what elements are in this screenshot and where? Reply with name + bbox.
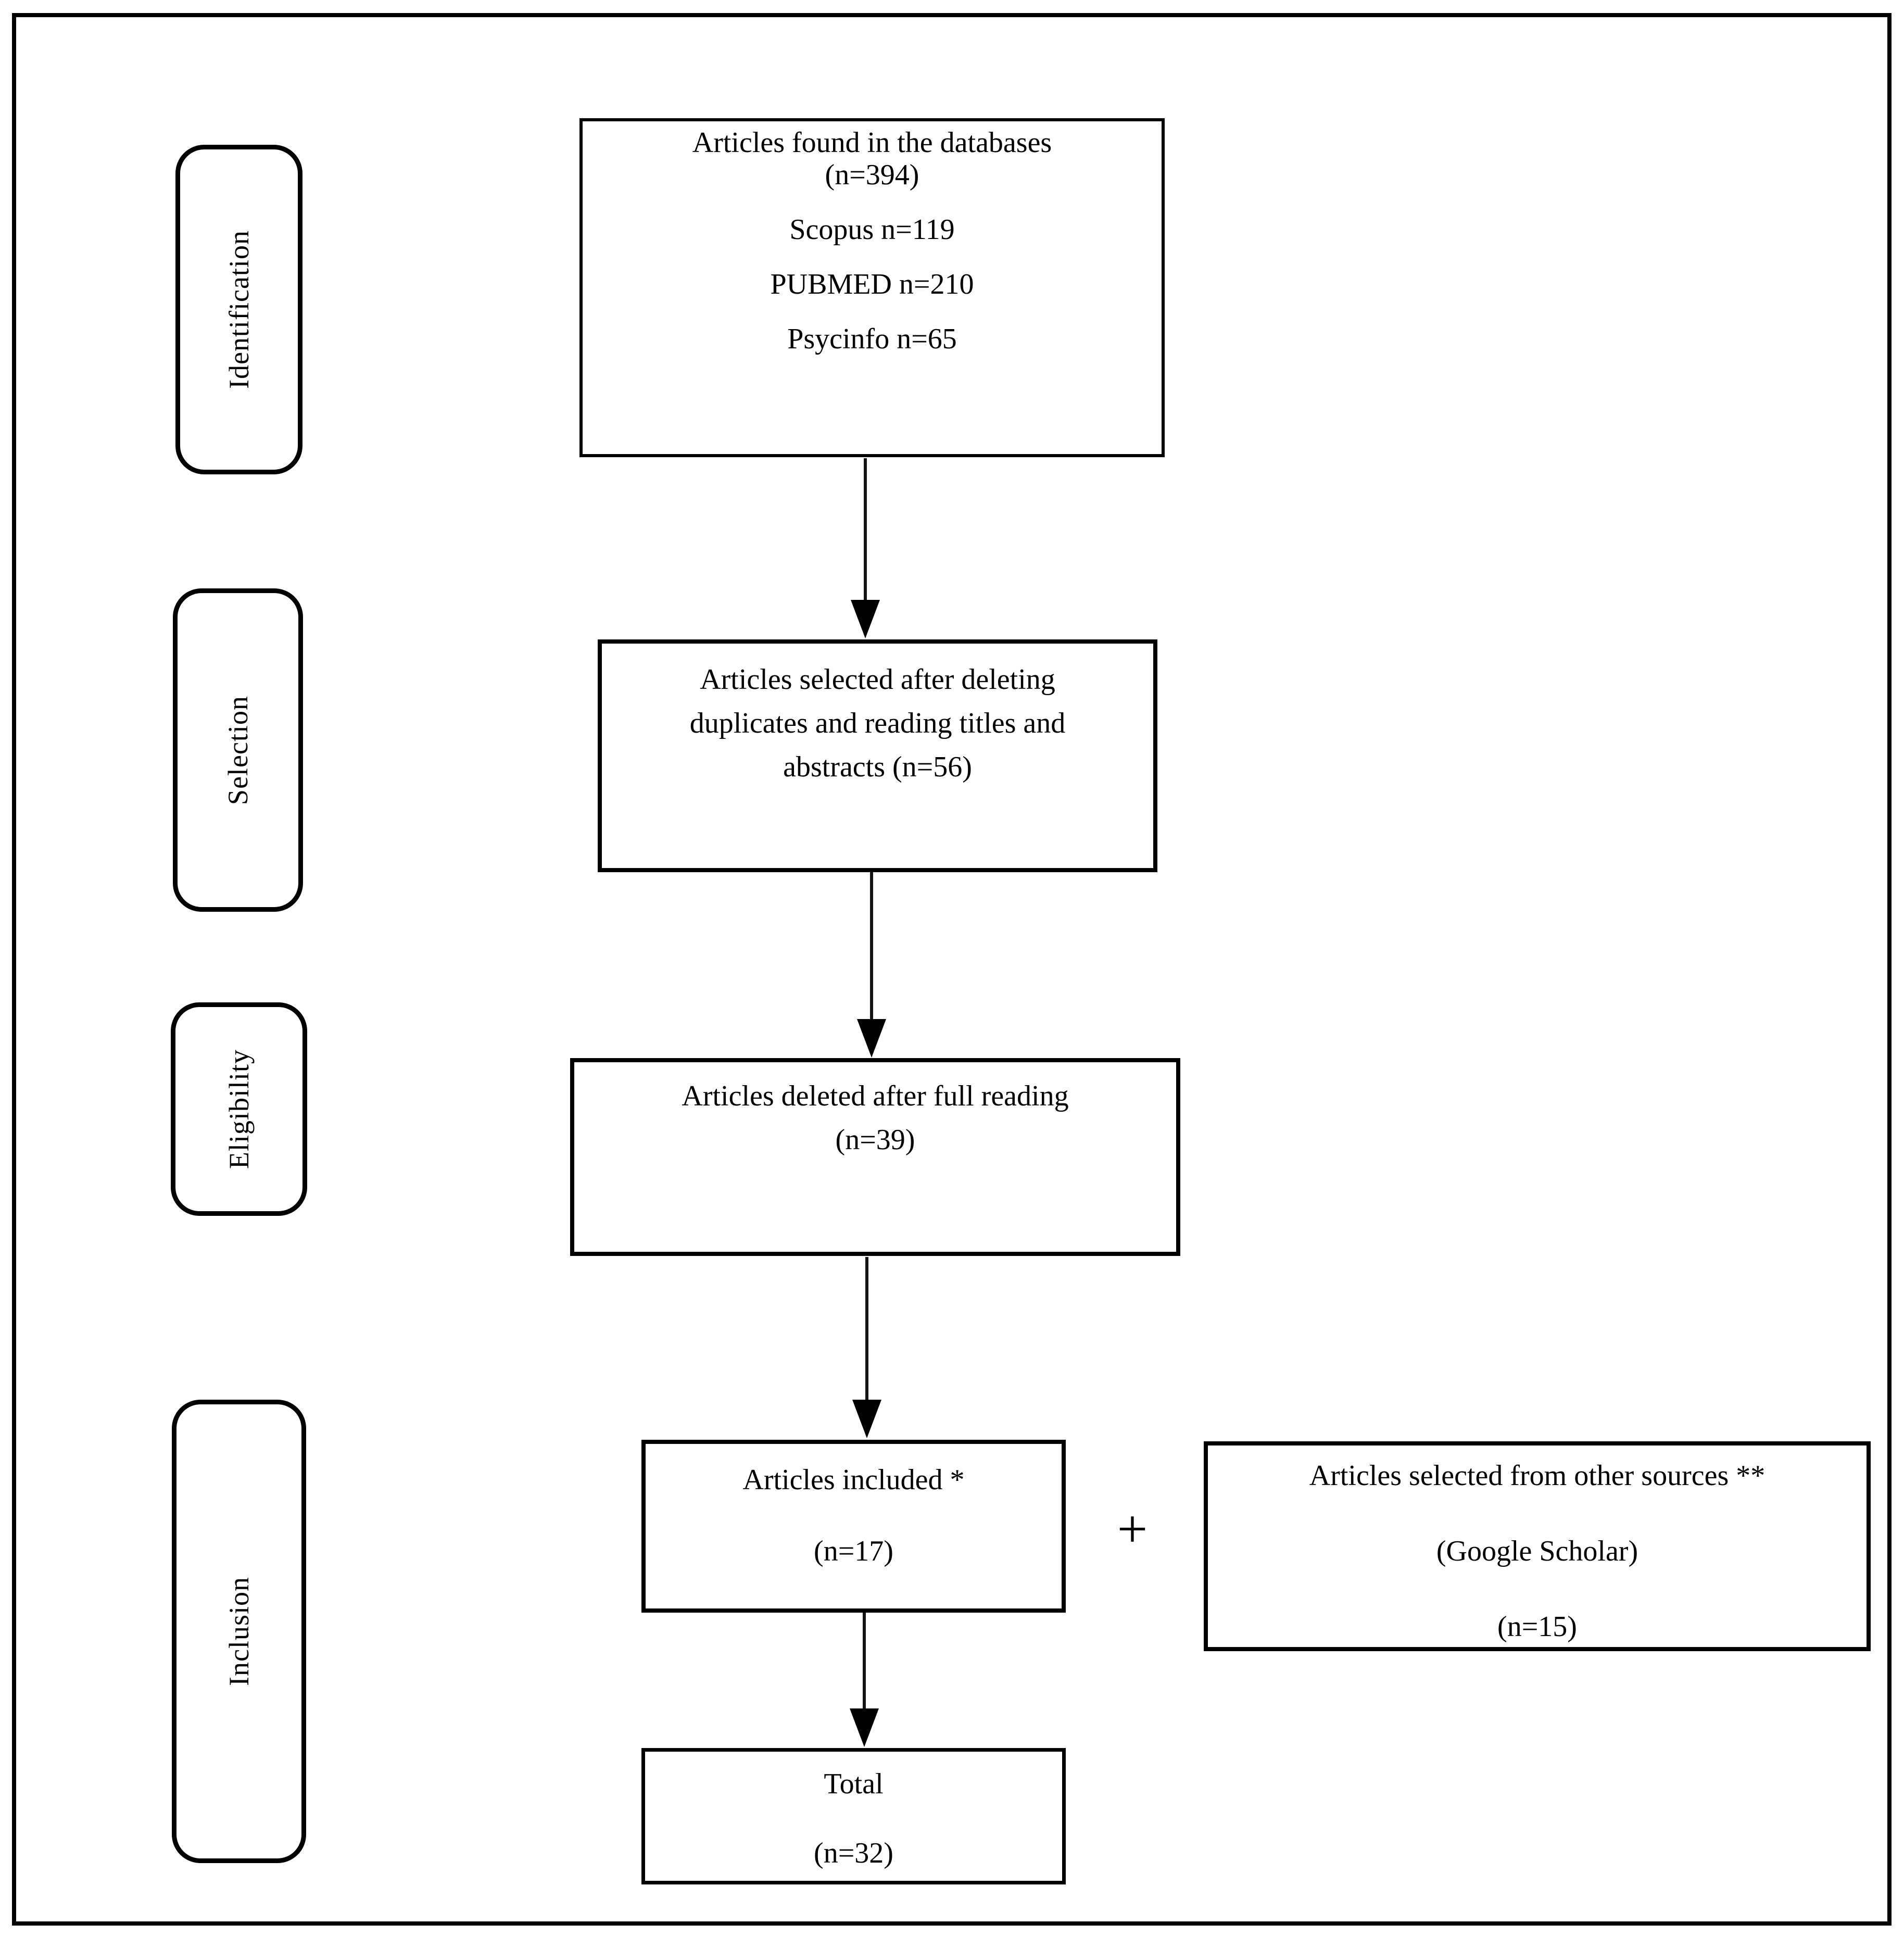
box-total-line1: Total — [824, 1768, 884, 1800]
stage-eligibility-label: Eligibility — [223, 1049, 255, 1169]
stage-selection: Selection — [173, 588, 303, 912]
arrow-head-icon — [851, 600, 880, 638]
arrow-head-icon — [852, 1400, 881, 1438]
stage-identification-label: Identification — [223, 230, 255, 389]
plus-sign: + — [1117, 1499, 1148, 1559]
arrow-shaft — [863, 1613, 866, 1711]
box-articles-included: Articles included * (n=17) — [641, 1440, 1066, 1613]
stage-inclusion: Inclusion — [172, 1400, 306, 1863]
arrow-deleted-to-included — [852, 1257, 881, 1438]
stage-identification: Identification — [175, 145, 302, 474]
box-articles-found: Articles found in the databases (n=394) … — [579, 118, 1165, 457]
box-articles-found-title: Articles found in the databases — [692, 127, 1052, 159]
box-articles-found-scopus: Scopus n=119 — [789, 213, 955, 246]
arrow-shaft — [870, 872, 873, 1021]
stage-eligibility: Eligibility — [171, 1002, 307, 1216]
box-articles-selected-line2: duplicates and reading titles and — [689, 707, 1066, 739]
arrow-head-icon — [857, 1019, 886, 1058]
stage-selection-label: Selection — [222, 695, 254, 805]
box-articles-selected: Articles selected after deleting duplica… — [598, 639, 1157, 872]
box-articles-found-count: (n=394) — [825, 159, 919, 191]
arrow-found-to-selected — [851, 458, 880, 638]
box-articles-deleted-line1: Articles deleted after full reading — [682, 1080, 1069, 1112]
arrow-head-icon — [850, 1708, 879, 1747]
box-other-sources: Articles selected from other sources ** … — [1204, 1441, 1871, 1651]
box-total-count: (n=32) — [814, 1837, 893, 1869]
box-articles-found-pubmed: PUBMED n=210 — [770, 268, 974, 300]
stage-inclusion-label: Inclusion — [223, 1577, 255, 1686]
box-articles-included-line1: Articles included * — [742, 1464, 965, 1496]
box-other-sources-count: (n=15) — [1497, 1611, 1577, 1643]
box-articles-deleted: Articles deleted after full reading (n=3… — [570, 1058, 1180, 1256]
box-other-sources-line2: (Google Scholar) — [1436, 1535, 1638, 1567]
arrow-included-to-total — [850, 1613, 879, 1747]
arrow-shaft — [864, 458, 867, 602]
box-total: Total (n=32) — [641, 1748, 1066, 1884]
box-other-sources-line1: Articles selected from other sources ** — [1309, 1460, 1766, 1492]
box-articles-selected-line1: Articles selected after deleting — [700, 663, 1055, 696]
box-articles-included-count: (n=17) — [814, 1535, 893, 1567]
box-articles-selected-line3: abstracts (n=56) — [783, 751, 972, 783]
box-articles-deleted-count: (n=39) — [835, 1124, 915, 1156]
arrow-shaft — [865, 1257, 868, 1402]
arrow-selected-to-deleted — [857, 872, 886, 1058]
box-articles-found-psycinfo: Psycinfo n=65 — [787, 323, 957, 355]
